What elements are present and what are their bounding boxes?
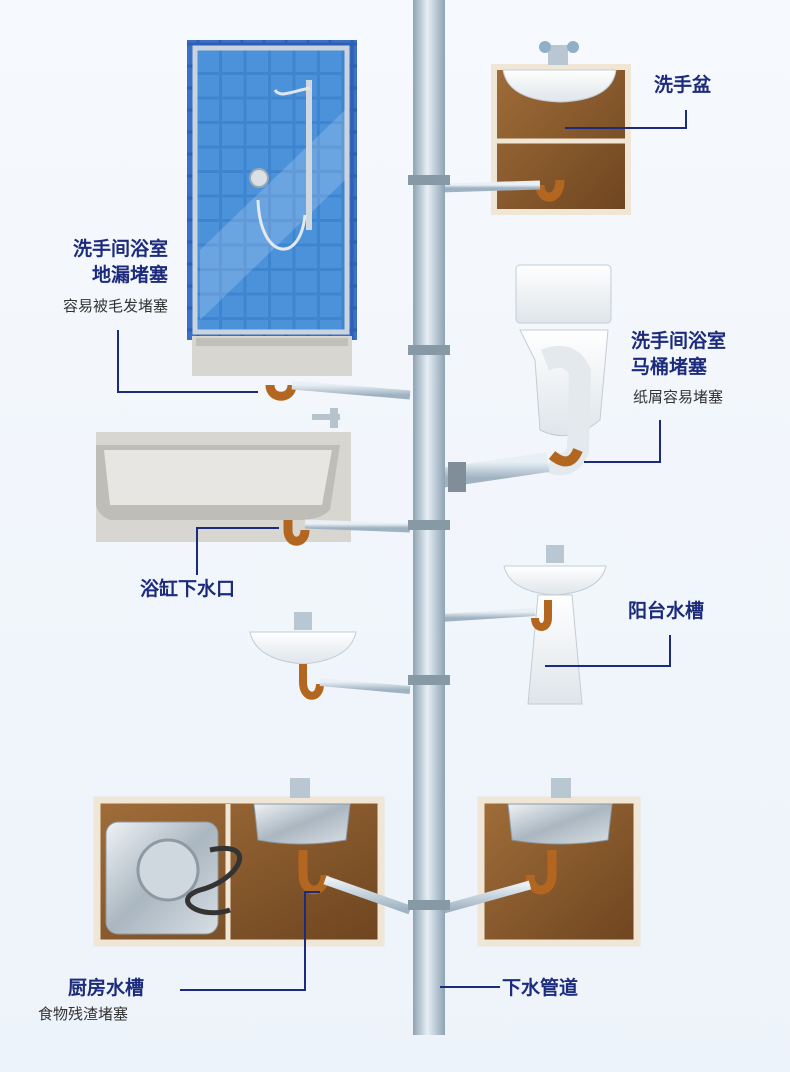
label-washbasin: 洗手盆	[654, 74, 712, 96]
label-balcony: 阳台水槽	[628, 600, 705, 622]
bathtub	[96, 408, 411, 546]
shower-enclosure	[187, 40, 411, 401]
label-toilet-line2: 马桶堵塞	[631, 356, 708, 378]
leader-lines	[117, 110, 687, 991]
label-kitchen: 厨房水槽	[68, 977, 145, 999]
small-basin	[249, 612, 411, 700]
main-drain-pipe	[408, 0, 450, 1035]
label-floor-drain-line1: 洗手间浴室	[72, 238, 168, 260]
label-toilet-line1: 洗手间浴室	[631, 330, 727, 352]
right-cabinet	[438, 778, 641, 947]
label-floor-drain-line2: 地漏堵塞	[91, 264, 168, 286]
note-toilet: 纸屑容易堵塞	[633, 388, 724, 406]
label-bathtub: 浴缸下水口	[140, 578, 236, 600]
toilet	[438, 264, 612, 492]
kitchen-cabinet	[93, 778, 412, 947]
note-floor-drain: 容易被毛发堵塞	[62, 297, 168, 315]
label-drain-pipe: 下水管道	[502, 977, 579, 999]
washbasin-cabinet	[439, 41, 631, 215]
balcony-sink	[439, 545, 607, 705]
note-kitchen: 食物残渣堵塞	[38, 1005, 129, 1023]
